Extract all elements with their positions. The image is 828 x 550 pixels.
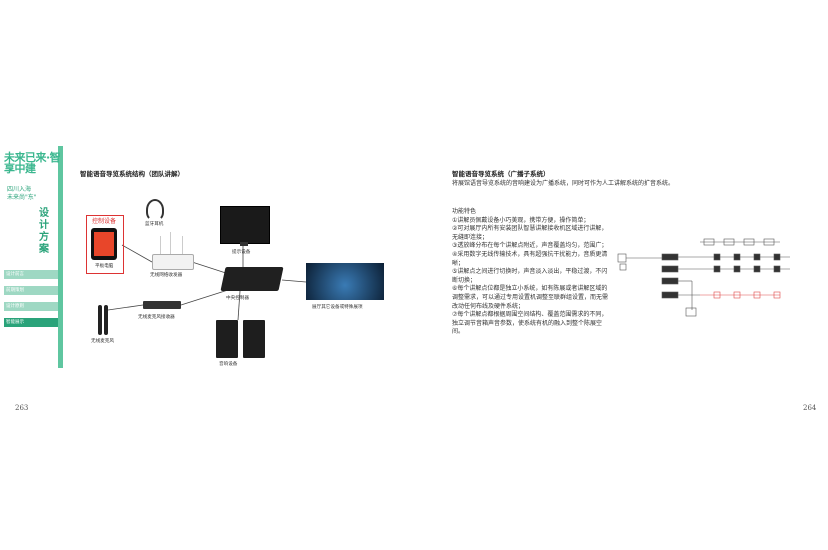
router-icon	[152, 254, 194, 270]
features-block: 功能特色 ①讲解员佩戴设备小巧美观，携带方便，操作简单； ②可对展厅内所有安装团…	[452, 208, 610, 337]
feature-item: ②可对展厅内所有安装团队智慧讲解接收机区域进行讲解，无缝即连接；	[452, 225, 608, 241]
features-title: 功能特色	[452, 208, 477, 215]
left-page-number: 263	[15, 404, 29, 412]
menu-item-planning[interactable]: 前期策划	[4, 286, 58, 295]
speaker-icon	[243, 320, 265, 358]
headset-label: 蓝牙耳机	[145, 222, 164, 227]
feature-item: ①讲解员佩戴设备小巧美观，携带方便，操作简单；	[452, 216, 590, 224]
headset-icon	[146, 199, 164, 221]
tablet-screen	[94, 232, 114, 256]
control-device-box	[86, 215, 124, 274]
broadcast-schematic	[617, 238, 790, 317]
feature-item: ⑥每个讲解点位都是独立小系统，如有陈展或者讲解区域的调整需求，可以通过专用设置机…	[452, 285, 609, 310]
antenna-icon	[182, 236, 183, 254]
antenna-icon	[160, 236, 161, 254]
logo-text: 未来已来·智享中建	[4, 151, 61, 175]
display-label: 展厅其它设备或特殊展项	[312, 305, 363, 310]
menu-item-smart[interactable]: 智能展示	[4, 318, 58, 327]
right-page-number: 264	[803, 404, 817, 412]
left-heading: 智能语音导览系统结构（团队讲解）	[80, 170, 184, 178]
speaker-label: 音响设备	[219, 362, 238, 367]
antenna-icon	[170, 232, 171, 254]
feature-item: ③透放峰分布在每个讲解点附近，声音覆盖均匀，范围广；	[452, 242, 608, 250]
mic-receiver-icon	[143, 301, 181, 309]
side-menu: 设计前言 前期策划 设计原则 智能展示	[4, 270, 58, 334]
tablet-label: 平板电脑	[95, 264, 114, 269]
tagline: 四川入海 未来尚"东"	[7, 186, 51, 202]
monitor-stand	[240, 242, 248, 246]
router-label: 无线网络收发器	[150, 273, 183, 278]
tagline-line-1: 四川入海	[7, 186, 32, 193]
monitor-icon	[220, 206, 270, 244]
display-screen-icon	[306, 263, 384, 300]
speaker-icon	[216, 320, 238, 358]
feature-item: ④采用数字无线传输技术，具有超强抗干扰能力，音质更清晰；	[452, 250, 608, 267]
microphone-icon	[104, 305, 108, 335]
feature-item: ⑦每个讲解点都根据周围空间结构、覆盖范围需求的不同，独立调节音箱声音参数，使系统…	[452, 311, 608, 336]
control-device-label: 控制设备	[92, 218, 117, 225]
receiver-label: 无线麦克风接收器	[138, 315, 175, 320]
menu-item-principles[interactable]: 设计原则	[4, 302, 58, 311]
right-subheading: 将展馆语音导览系统的音响建设为广播系统，同时可作为人工讲解系统的扩音系统。	[452, 180, 675, 187]
menu-item-preface[interactable]: 设计前言	[4, 270, 58, 279]
microphone-icon	[98, 305, 102, 335]
tagline-line-2: 未来尚"东"	[7, 194, 37, 201]
monitor-label: 提示设备	[232, 250, 251, 255]
right-heading: 智能语音导览系统（广播子系统）	[452, 170, 550, 178]
rail-bar	[58, 146, 63, 368]
chapter-title: 设计方案	[39, 208, 49, 255]
microphone-label: 无线麦克风	[91, 339, 114, 344]
controller-label: 中央控制器	[226, 296, 249, 301]
feature-item: ⑤讲解点之间进行切换时，声音淡入淡出，平稳过渡，不闪断切换；	[452, 268, 608, 284]
central-controller-icon	[220, 267, 284, 291]
